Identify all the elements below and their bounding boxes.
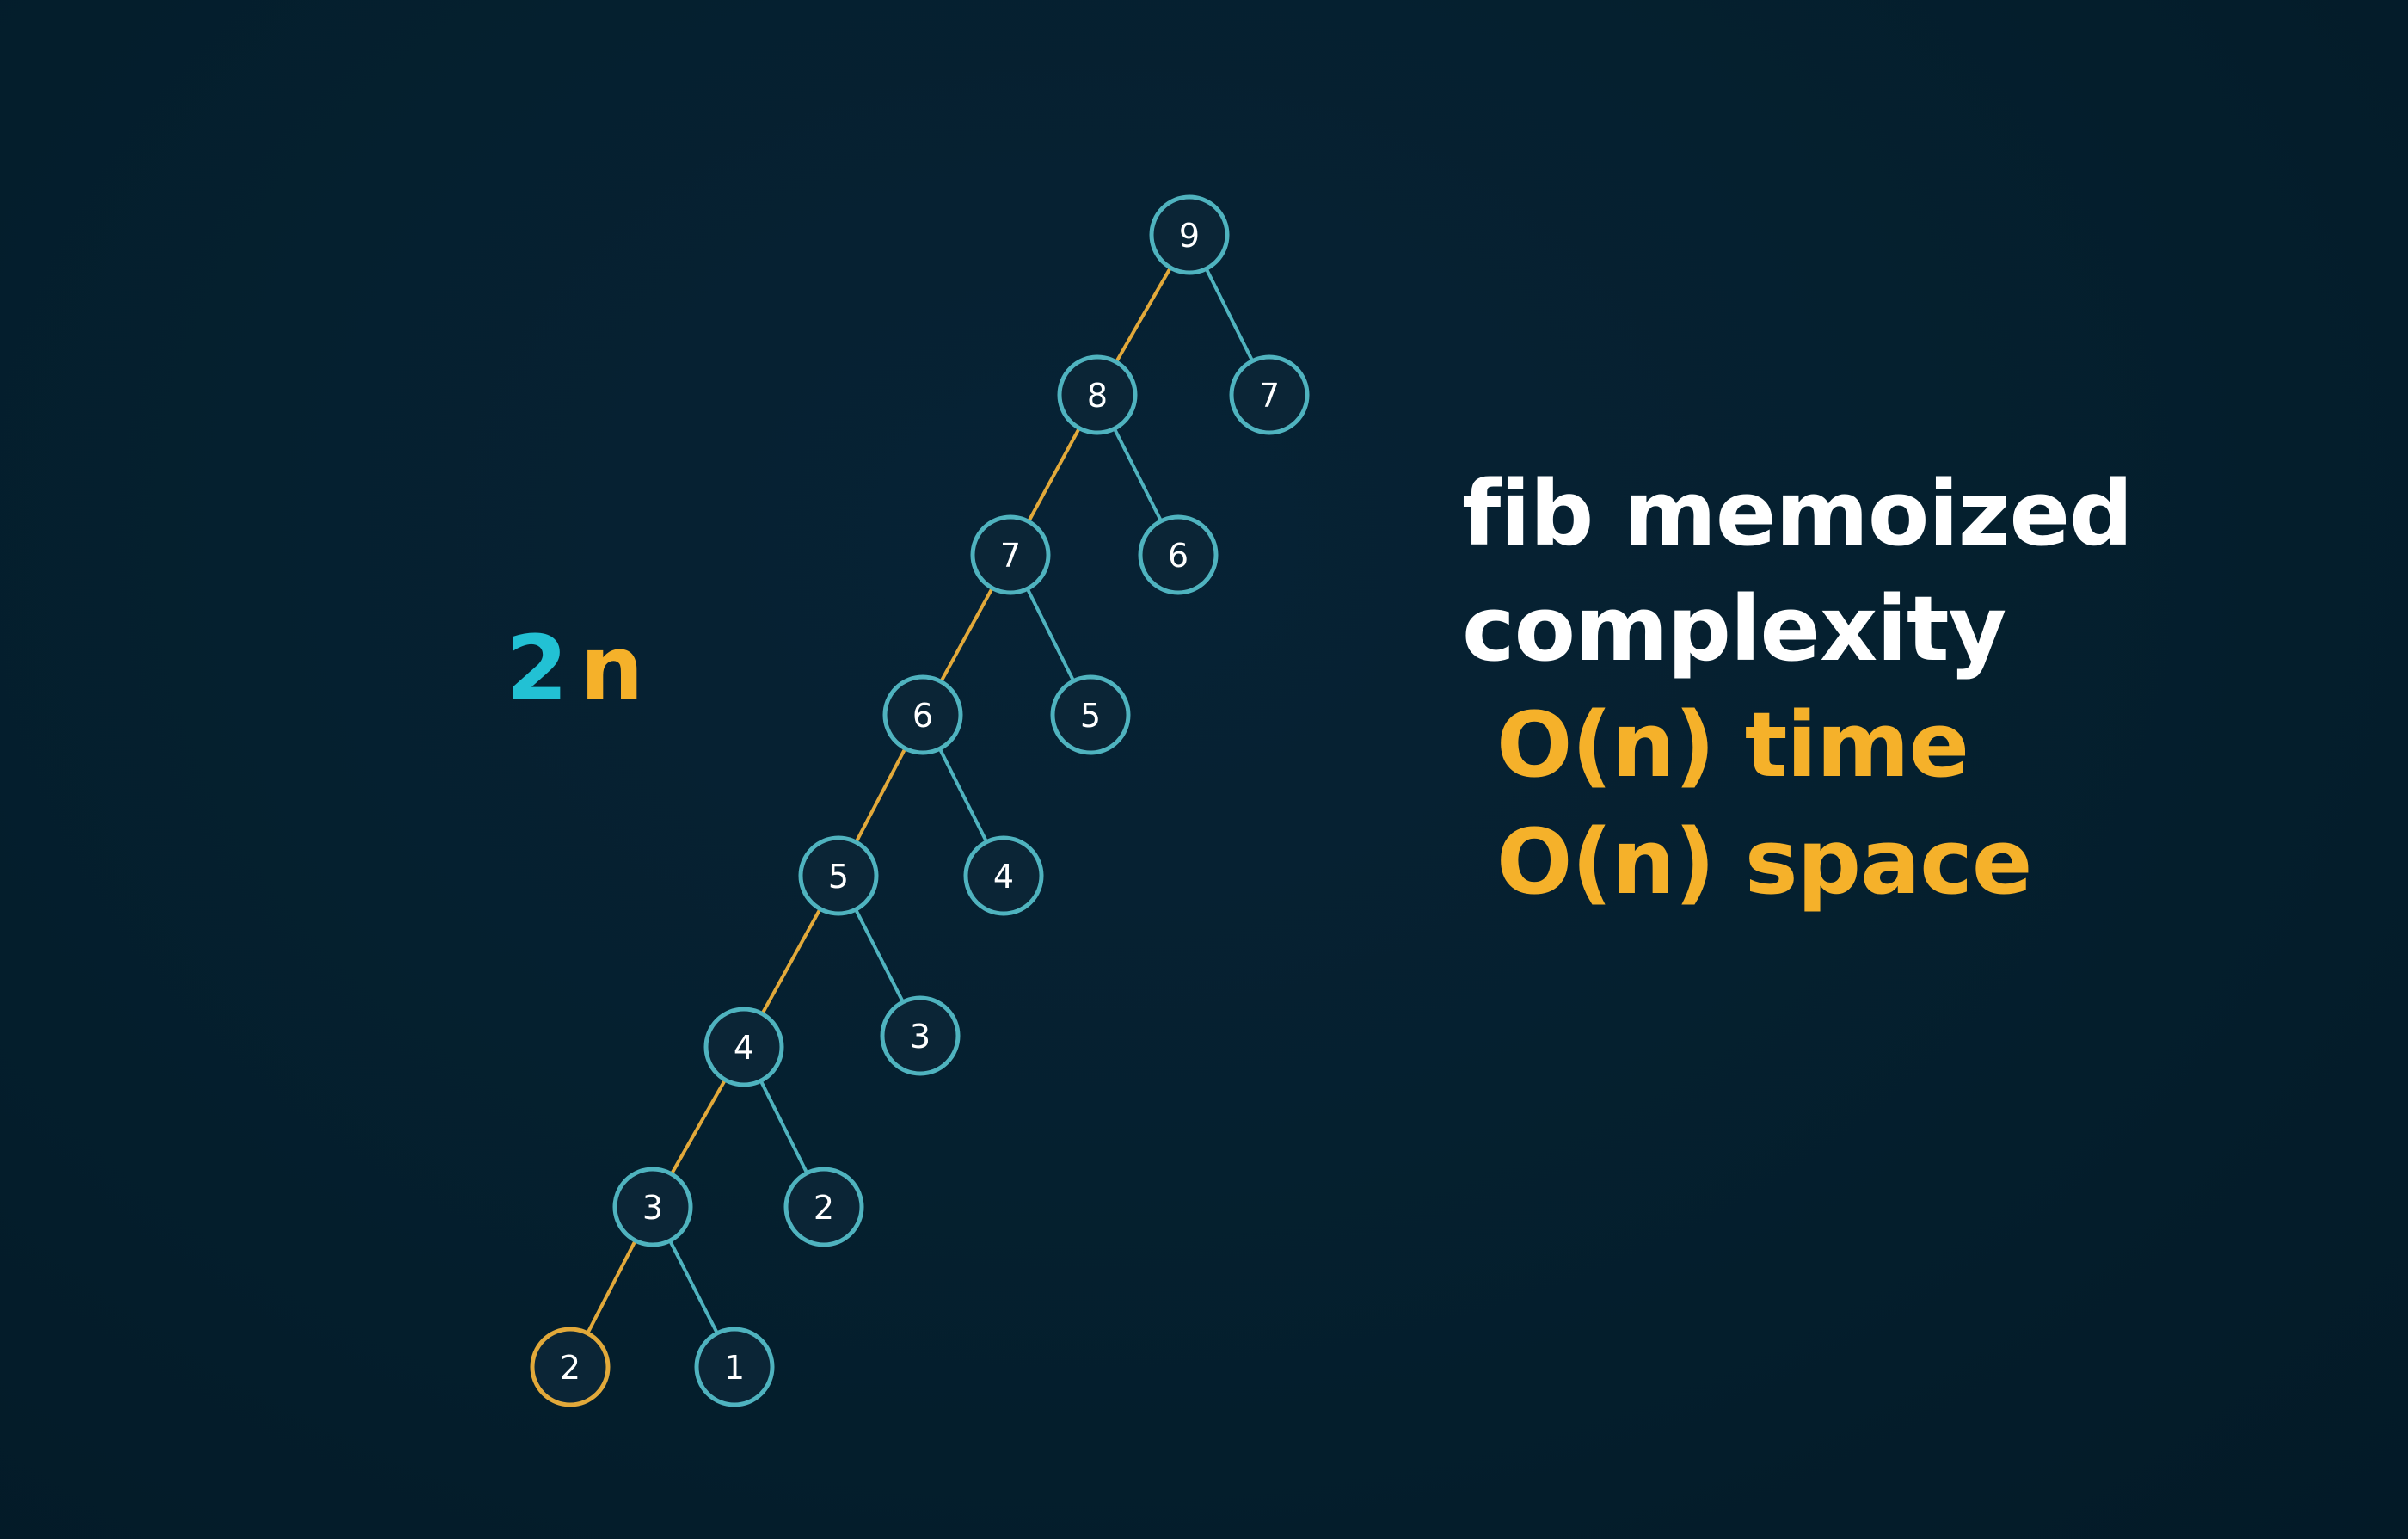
- tree-edge-n7-n6-highlighted: [939, 586, 994, 684]
- tree-node-label: 2: [814, 1189, 834, 1227]
- tree-node-label: 6: [912, 697, 933, 735]
- tree-node-n2: 2: [530, 1327, 611, 1407]
- tree-node-label: 5: [828, 858, 849, 896]
- tree-node-n2r: 2: [783, 1167, 864, 1247]
- tree-node-circle: [970, 514, 1051, 595]
- expression-coefficient: 2: [506, 616, 568, 721]
- tree-node-label: 3: [910, 1018, 931, 1056]
- tree-node-n5: 5: [798, 835, 879, 916]
- complexity-panel: fib memoized complexity O(n) time O(n) s…: [1462, 456, 2133, 920]
- tree-node-label: 9: [1179, 217, 1200, 255]
- time-complexity: O(n) time: [1496, 693, 1969, 797]
- tree-node-circle: [694, 1327, 775, 1407]
- tree-node-label: 6: [1168, 537, 1189, 575]
- tree-edge-n8-n7-highlighted: [1026, 426, 1082, 524]
- tree-node-label: 1: [724, 1349, 745, 1387]
- tree-node-n6: 6: [882, 674, 963, 755]
- tree-node-n5r: 5: [1050, 674, 1131, 755]
- tree-node-n4r: 4: [963, 835, 1044, 916]
- tree-node-label: 5: [1080, 697, 1101, 735]
- tree-node-circle: [1138, 514, 1219, 595]
- tree-node-n9: 9: [1149, 194, 1230, 275]
- tree-node-label: 3: [642, 1189, 663, 1227]
- tree-edge-n9-n7r: [1204, 267, 1255, 363]
- tree-nodes: 9 8 7 7 6 6 5 5 4 4 3 3 2 2 1: [530, 194, 1310, 1407]
- tree-node-label: 7: [1000, 537, 1021, 575]
- tree-node-n3: 3: [612, 1167, 693, 1247]
- tree-node-n1: 1: [694, 1327, 775, 1407]
- tree-node-circle: [963, 835, 1044, 916]
- tree-node-circle: [530, 1327, 611, 1407]
- tree-edge-n7-n5r: [1025, 587, 1076, 683]
- tree-node-circle: [783, 1167, 864, 1247]
- tree-edge-n6-n5-highlighted: [854, 746, 907, 845]
- complexity-title-line-1: fib memoized: [1462, 461, 2133, 566]
- tree-edge-n6-n4r: [937, 747, 989, 844]
- tree-node-circle: [882, 674, 963, 755]
- tree-edge-n4-n3-highlighted: [669, 1078, 728, 1176]
- tree-node-label: 4: [734, 1029, 754, 1067]
- tree-node-circle: [1149, 194, 1230, 275]
- tree-node-n7: 7: [970, 514, 1051, 595]
- tree-edges: [586, 266, 1255, 1335]
- tree-node-circle: [880, 995, 961, 1076]
- tree-node-n6r: 6: [1138, 514, 1219, 595]
- tree-node-circle: [703, 1007, 784, 1087]
- tree-node-circle: [1057, 354, 1138, 435]
- tree-node-label: 7: [1259, 377, 1280, 415]
- tree-node-label: 2: [560, 1349, 580, 1387]
- tree-node-circle: [1050, 674, 1131, 755]
- tree-node-label: 8: [1087, 377, 1108, 415]
- tree-node-n3r: 3: [880, 995, 961, 1076]
- tree-node-n7r: 7: [1229, 354, 1310, 435]
- tree-edge-n4-n2r: [759, 1079, 809, 1175]
- tree-node-n8: 8: [1057, 354, 1138, 435]
- tree-edge-n9-n8-highlighted: [1114, 266, 1173, 364]
- tree-edge-n5-n4-highlighted: [760, 907, 822, 1016]
- expression-variable: n: [580, 616, 644, 721]
- tree-node-n4: 4: [703, 1007, 784, 1087]
- tree-node-circle: [798, 835, 879, 916]
- tree-node-circle: [612, 1167, 693, 1247]
- tree-node-label: 4: [993, 858, 1014, 896]
- complexity-title-line-2: complexity: [1462, 576, 2006, 681]
- tree-node-circle: [1229, 354, 1310, 435]
- tree-edge-n3-n2-highlighted: [586, 1239, 637, 1335]
- space-complexity: O(n) space: [1496, 810, 2032, 914]
- tree-edge-n5-n3r: [854, 908, 905, 1004]
- tree-edge-n3-n1: [668, 1239, 719, 1335]
- tree-edge-n8-n6r: [1112, 427, 1164, 523]
